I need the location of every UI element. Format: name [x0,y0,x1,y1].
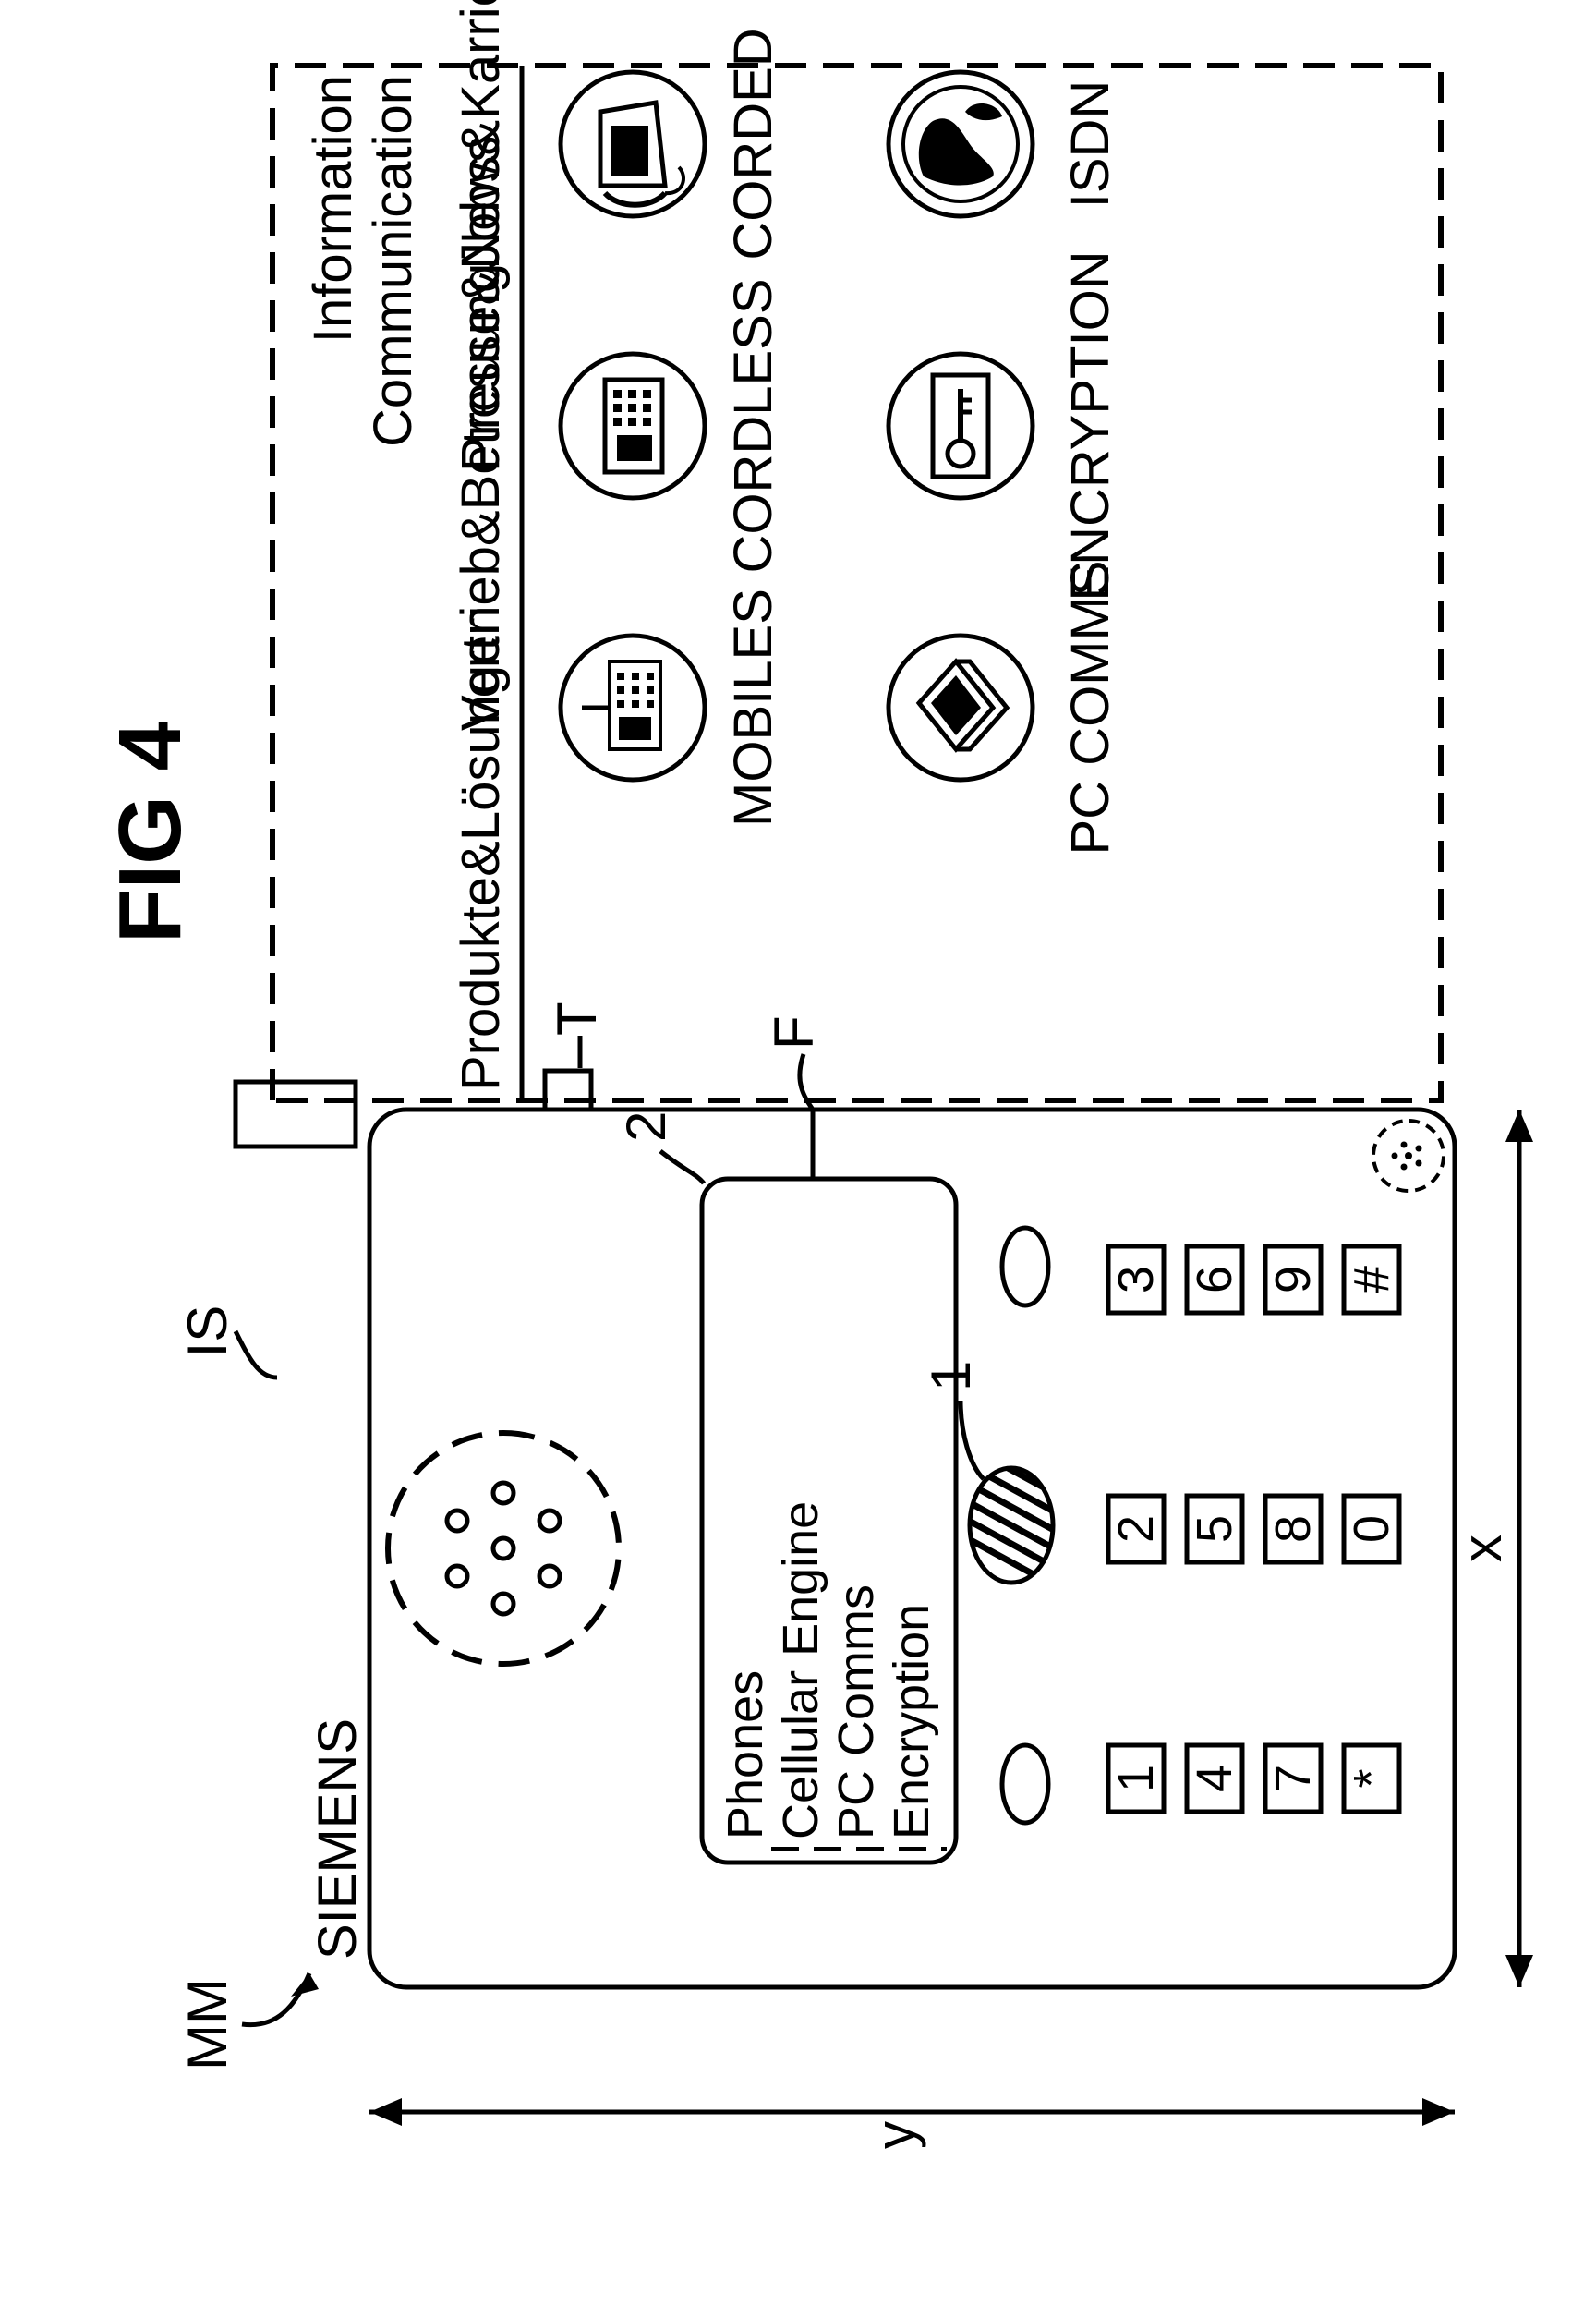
key-hash-label: # [1344,1266,1399,1293]
ref-nav-key-leader [958,1400,985,1481]
ref-mm-leader [241,1972,312,2028]
nav-item-presse[interactable]: Presse&News [451,136,511,472]
ref-f-leader [797,1053,816,1179]
nav-item-produkte[interactable]: Produkte&Lösungen [451,605,511,1091]
tab-t [542,1068,594,1112]
item-cordless-label: CORDLESS [723,278,783,573]
cordless-phone-icon [602,377,665,475]
key-7-label: 7 [1265,1765,1321,1792]
phone-body [367,1107,1457,1990]
key-5-label: 5 [1187,1515,1242,1543]
key-3-label: 3 [1108,1266,1164,1293]
ref-is-leader [233,1329,278,1380]
ref-display-leader [659,1149,707,1185]
key-icon [930,372,991,479]
dimension-y: y [369,2098,1455,2149]
nav-menu: Produkte&Lösungen Vertrieb&Betreuung Pre… [303,0,511,1091]
key-4-label: 4 [1187,1765,1242,1792]
dimension-x-label: x [1451,1535,1513,1562]
key-8[interactable] [1263,1493,1324,1565]
brand-line-2: Communication [363,75,423,447]
phone-microphone [1372,1119,1445,1193]
item-encryption[interactable]: ENCRYPTION [886,250,1120,601]
display-item-pc-comms[interactable]: PC Comms [828,1584,884,1839]
nav-item-jobs[interactable]: Jobs&Karriere [451,0,511,269]
ref-display: 2 [615,1111,677,1142]
globe-icon [901,85,1020,203]
encryption-icon-circle [886,351,1035,501]
dimension-x: x [1451,1110,1533,1987]
figure-title: FIG 4 [101,722,200,943]
key-5[interactable] [1184,1493,1245,1565]
item-mobiles[interactable]: MOBILES [558,589,783,827]
ref-f: F [763,1015,825,1050]
key-7[interactable] [1263,1742,1324,1814]
mobile-phone-icon [582,660,662,751]
isdn-icon-circle [886,69,1035,219]
key-2-label: 2 [1108,1515,1164,1543]
right-soft-key[interactable] [999,1225,1051,1308]
item-pc-comms-label: PC COMMS [1060,561,1120,856]
key-8-label: 8 [1265,1515,1321,1543]
internet-screen-frame [270,63,1444,1103]
key-3[interactable] [1106,1244,1167,1316]
display-item-cellular-engine[interactable]: Cellular Engine [773,1501,828,1839]
cordless-icon-circle [558,351,707,501]
phone-antenna [233,1079,358,1149]
speaker-holes [444,1480,562,1617]
item-cordless[interactable]: CORDLESS [558,278,783,574]
left-soft-key[interactable] [999,1742,1051,1826]
ref-nav-key: 1 [920,1361,982,1391]
key-0[interactable] [1341,1493,1402,1565]
nav-item-vertrieb[interactable]: Vertrieb&Betreuung [451,263,511,731]
phone-speaker [385,1430,622,1667]
ref-mm-arrowhead [291,1973,319,1997]
pc-comms-icon-circle [886,633,1035,783]
key-4[interactable] [1184,1742,1245,1814]
ref-mm: MM [176,1978,238,2070]
dimension-y-label: y [864,2121,926,2149]
key-6-label: 6 [1187,1266,1242,1293]
display-item-phones[interactable]: Phones [718,1670,773,1839]
key-hash[interactable] [1341,1244,1402,1316]
item-corded[interactable]: CORDED [558,28,783,261]
ref-is: IS [176,1305,238,1358]
phone-display [699,1176,959,1865]
key-2[interactable] [1106,1493,1167,1565]
ref-t: T [546,1001,608,1036]
corded-icon-circle [558,69,707,219]
mobiles-icon-circle [558,633,707,783]
key-9[interactable] [1263,1244,1324,1316]
item-pc-comms[interactable]: PC COMMS [886,561,1120,856]
key-star-label: * [1344,1768,1399,1788]
corded-phone-icon [598,100,685,208]
key-1-label: 1 [1108,1765,1164,1792]
key-star[interactable] [1341,1742,1402,1814]
navigation-key[interactable] [961,1424,1062,1590]
key-1[interactable] [1106,1742,1167,1814]
brand-line-1: Information [303,75,363,343]
item-isdn[interactable]: ISDN [886,69,1120,219]
item-corded-label: CORDED [723,28,783,260]
key-9-label: 9 [1265,1266,1321,1293]
key-0-label: 0 [1344,1515,1399,1543]
item-mobiles-label: MOBILES [723,589,783,827]
pc-card-icon [915,658,1010,753]
item-isdn-label: ISDN [1060,80,1120,209]
display-item-encryption[interactable]: Encryption [884,1604,939,1839]
keypad: 1 2 3 4 5 6 7 8 9 * 0 # [1106,1244,1402,1814]
phone-brand: SIEMENS [308,1718,368,1960]
item-encryption-label: ENCRYPTION [1060,250,1120,601]
key-6[interactable] [1184,1244,1245,1316]
display-menu: Phones Cellular Engine PC Comms Encrypti… [718,1501,947,1851]
